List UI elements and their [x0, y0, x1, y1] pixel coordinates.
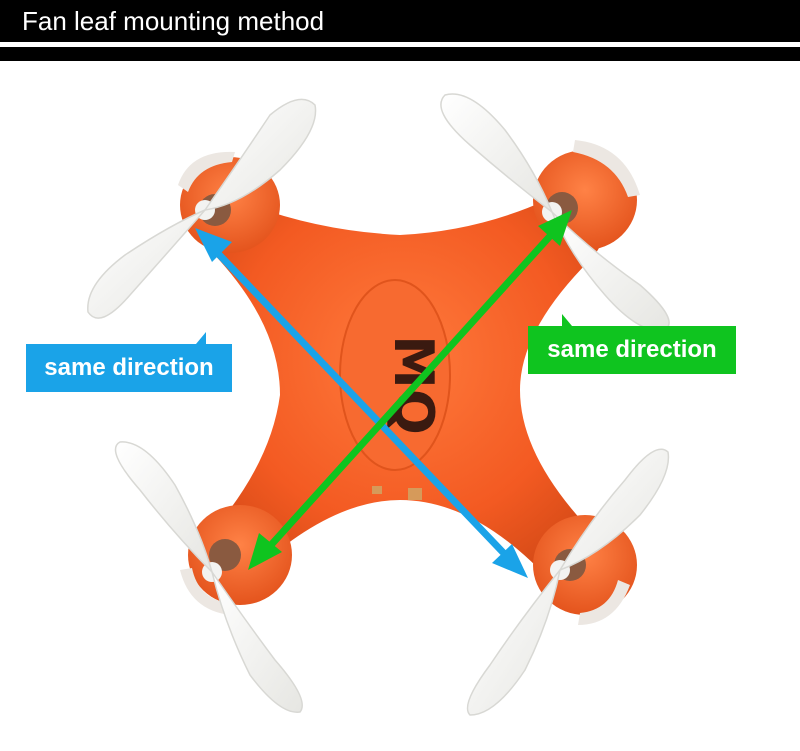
header-bar: Fan leaf mounting method	[0, 0, 800, 42]
motor-pod-bottom-left	[180, 505, 292, 615]
green-direction-arrow	[248, 210, 572, 570]
propeller-bottom-left	[114, 441, 303, 713]
drone-body: MQ	[199, 180, 604, 579]
same-direction-label-right: same direction	[528, 326, 736, 374]
drone-illustration: MQ	[87, 93, 670, 716]
same-direction-text-right: same direction	[547, 336, 717, 363]
header-divider-black	[0, 47, 800, 61]
header-divider-white	[0, 42, 800, 47]
page-title: Fan leaf mounting method	[22, 6, 325, 36]
propeller-top-left	[87, 98, 317, 319]
blue-direction-arrow	[195, 228, 528, 578]
left-label-tab	[196, 332, 206, 344]
right-label-tab	[562, 314, 572, 326]
propeller-bottom-right	[466, 448, 670, 716]
same-direction-text-left: same direction	[44, 354, 214, 381]
same-direction-label-left: same direction	[26, 344, 232, 392]
